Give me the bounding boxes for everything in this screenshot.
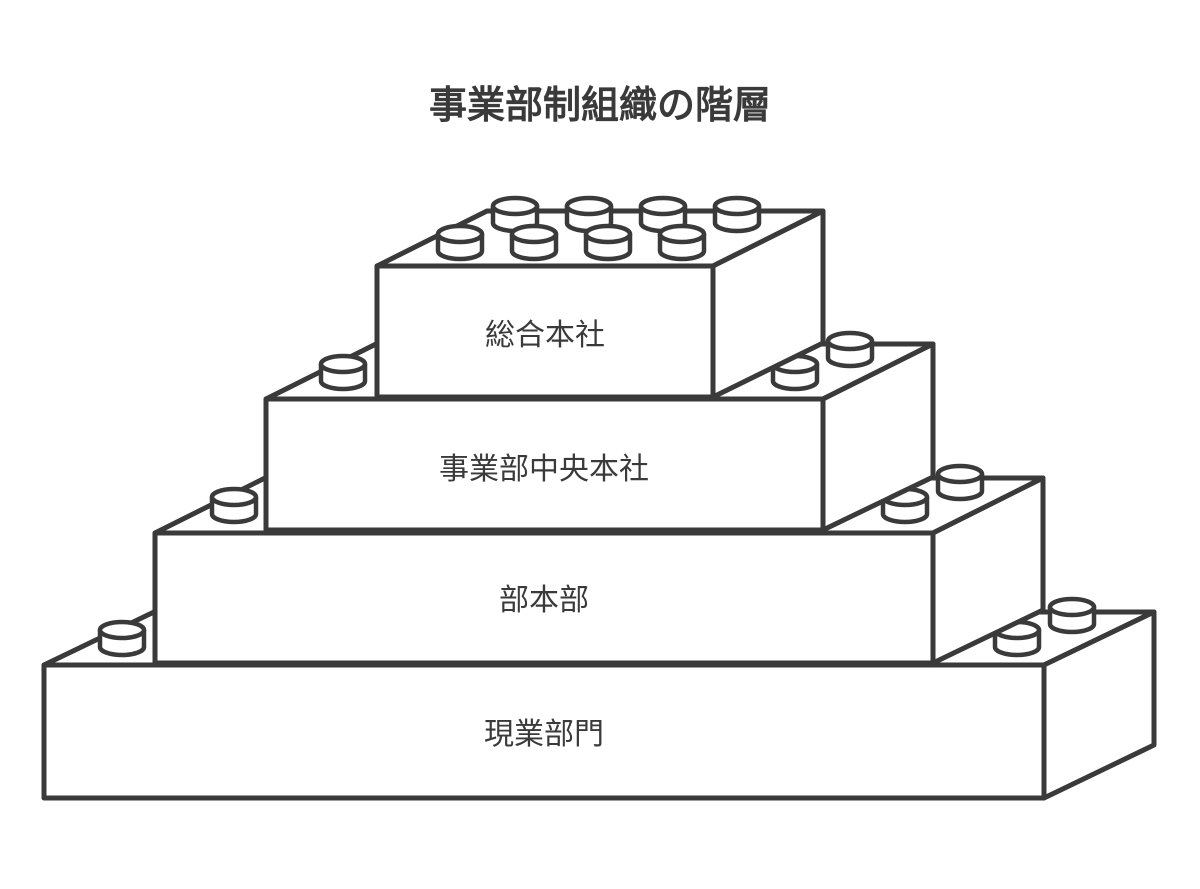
stud [1047,596,1097,635]
level-3-studs [209,463,985,525]
stud [935,463,985,502]
level-3-label: 部本部 [499,583,589,618]
stud [657,223,707,262]
level-4-front-face [41,662,1047,801]
stud [435,223,485,262]
level-2-label: 事業部中央本社 [439,452,649,487]
stud [825,330,875,369]
level-3-front-face [152,530,936,666]
level-4-label: 現業部門 [484,717,604,752]
stud [209,486,259,525]
diagram-title: 事業部制組織の階層 [429,83,771,127]
level-2-studs [318,330,875,392]
level-4-studs [97,596,1097,658]
stud [509,223,559,262]
stud [992,619,1042,658]
level-2-front-face [263,396,826,533]
stud [712,195,762,234]
level-1-label: 総合本社 [485,318,605,353]
level-1-front-face [374,263,716,400]
stud [97,619,147,658]
level-1-brick: 総合本社 [374,195,826,400]
stud [318,353,368,392]
stud [583,223,633,262]
level-1-studs [435,195,762,262]
